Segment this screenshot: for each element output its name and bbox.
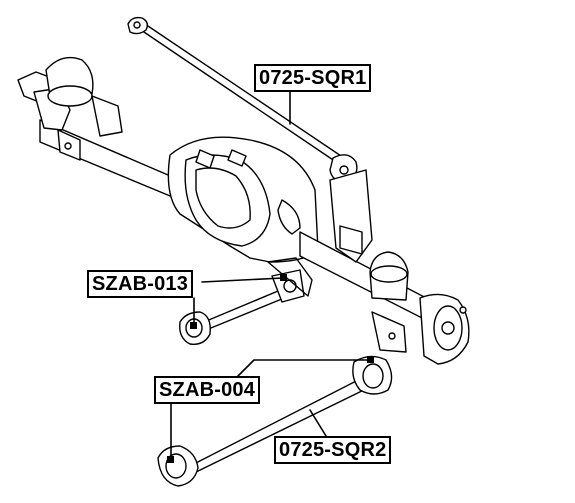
label-upper-lateral-rod: 0725-SQR1 xyxy=(254,64,372,92)
axle-housing xyxy=(17,56,470,365)
label-lower-arm: 0725-SQR2 xyxy=(274,436,392,464)
leader-lines xyxy=(170,91,371,461)
label-upper-arm-bushing: SZAB-013 xyxy=(87,270,194,298)
leader-dots xyxy=(167,274,374,463)
upper-control-arm xyxy=(179,257,313,345)
label-lower-arm-bushing: SZAB-004 xyxy=(154,376,261,404)
